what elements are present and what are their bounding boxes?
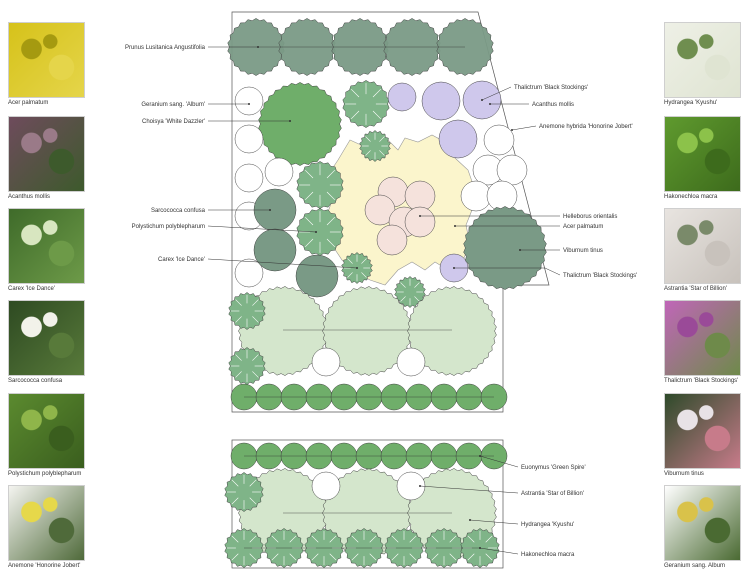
label-text: Astrantia 'Star of Billion': [521, 491, 584, 497]
hydrangea-shrub: [407, 286, 497, 376]
geranium-plant: [264, 157, 294, 187]
helleborus-plant: [376, 224, 408, 256]
sarcococca-shrub: [253, 228, 297, 272]
plant-label-acer: Acer palmatum: [454, 224, 603, 230]
carex-grass: [394, 276, 426, 308]
plant-label-hydrangea: Hydrangea 'Kyushu': [469, 519, 574, 528]
label-text: Carex 'Ice Dance': [158, 257, 205, 263]
photo-caption: Acanthus mollis: [8, 194, 51, 200]
plant-label-carex: Carex 'Ice Dance': [158, 257, 358, 269]
label-text: Geranium sang. 'Album': [141, 102, 205, 108]
polystichum-fern: [228, 292, 266, 330]
label-text: Hakonechloa macra: [521, 552, 575, 558]
label-text: Euonymus 'Green Spire': [521, 465, 586, 471]
polystichum-fern: [224, 472, 264, 512]
viburnum-photo: [664, 393, 741, 469]
sarcococca-confusa-photo: [8, 300, 85, 376]
plant-label-thalictrum_bottom: Thalictrum 'Black Stockings': [453, 267, 637, 279]
geranium-plant: [234, 163, 264, 193]
carex-grass: [359, 130, 391, 162]
astrantia-photo: [664, 208, 741, 284]
photo-caption: Hakonechloa macra: [664, 194, 718, 200]
polystichum-fern: [296, 208, 344, 256]
astrantia-plant: [396, 347, 426, 377]
polystichum-fern: [296, 161, 344, 209]
sarcococca-shrub: [295, 254, 339, 298]
plant-label-viburnum: Viburnum tinus: [519, 248, 603, 254]
astrantia-plant: [396, 471, 426, 501]
prunus-hedge: [227, 18, 494, 76]
photo-caption: Astrantia 'Star of Billion': [664, 286, 727, 292]
hydrangea-shrub: [322, 286, 412, 376]
plant-label-hakonechloa: Hakonechloa macra: [479, 547, 575, 558]
geranium-plant: [234, 258, 264, 288]
plant-label-choisya: Choisya 'White Dazzler': [142, 119, 291, 125]
photo-caption: Viburnum tinus: [664, 471, 704, 477]
label-text: Sarcococca confusa: [151, 208, 206, 214]
polystichum-photo: [8, 393, 85, 469]
label-text: Prunus Lusitanica Angustifolia: [125, 45, 206, 51]
label-text: Thalictrum 'Black Stockings': [563, 273, 637, 279]
carex-ice-dance-photo: [8, 208, 85, 284]
anemone-photo: [8, 485, 85, 561]
geranium-plant: [234, 124, 264, 154]
anemone-plant: [460, 180, 492, 212]
plant-label-anemone: Anemone hybrida 'Honorine Jobert': [511, 124, 633, 131]
photo-caption: Acer palmatum: [8, 100, 49, 106]
hakonechloa-photo: [664, 116, 741, 192]
astrantia-plant: [311, 347, 341, 377]
plant-label-geranium: Geranium sang. 'Album': [141, 102, 250, 108]
label-text: Acanthus mollis: [532, 102, 574, 108]
plant-label-helleborus: Helleborus orientalis: [419, 214, 617, 220]
label-text: Thalictrum 'Black Stockings': [514, 85, 588, 91]
label-text: Acer palmatum: [563, 224, 603, 230]
plant-label-euonymus: Euonymus 'Green Spire': [479, 455, 586, 471]
polystichum-fern: [342, 80, 390, 128]
geranium-plant: [234, 86, 264, 116]
astrantia-plant: [311, 471, 341, 501]
polystichum-fern: [228, 347, 266, 385]
photo-caption: Thalictrum 'Black Stockings': [664, 378, 739, 384]
photo-caption: Sarcococca confusa: [8, 378, 63, 384]
label-text: Viburnum tinus: [563, 248, 603, 254]
label-text: Polystichum polyblepharum: [132, 224, 205, 230]
choisya-shrub: [258, 82, 342, 166]
thalictrum-plant: [421, 81, 461, 121]
photo-caption: Geranium sang. Album: [664, 563, 726, 569]
anemone-plant: [486, 180, 518, 212]
acer-palmatum-photo: [8, 22, 85, 98]
photo-caption: Hydrangea 'Kyushu': [664, 100, 718, 106]
plant-label-astrantia: Astrantia 'Star of Billion': [419, 485, 584, 497]
thalictrum-plant: [387, 82, 417, 112]
plant-label-thalictrum_top: Thalictrum 'Black Stockings': [481, 85, 588, 101]
label-text: Helleborus orientalis: [563, 214, 617, 220]
label-text: Anemone hybrida 'Honorine Jobert': [539, 124, 633, 130]
label-text: Choisya 'White Dazzler': [142, 119, 205, 125]
label-text: Hydrangea 'Kyushu': [521, 522, 574, 528]
plant-label-polystichum: Polystichum polyblepharum: [132, 224, 317, 233]
photo-caption: Carex 'Ice Dance': [8, 286, 55, 292]
geranium-photo: [664, 485, 741, 561]
viburnum-shrub: [463, 206, 547, 290]
hydrangea-photo: [664, 22, 741, 98]
plant-label-acanthus: Acanthus mollis: [489, 102, 574, 108]
plant-label-sarcococca: Sarcococca confusa: [151, 208, 271, 214]
photo-caption: Anemone 'Honorine Jobert': [8, 563, 81, 569]
anemone-plant: [483, 124, 515, 156]
photo-caption: Polystichum polyblepharum: [8, 471, 82, 477]
plant-label-prunus: Prunus Lusitanica Angustifolia: [125, 45, 259, 51]
thalictrum-photo: [664, 300, 741, 376]
anemone-plant: [496, 154, 528, 186]
helleborus-plant: [404, 180, 436, 212]
acanthus-mollis-photo: [8, 116, 85, 192]
helleborus-plant: [404, 206, 436, 238]
thalictrum-plant: [438, 119, 478, 159]
